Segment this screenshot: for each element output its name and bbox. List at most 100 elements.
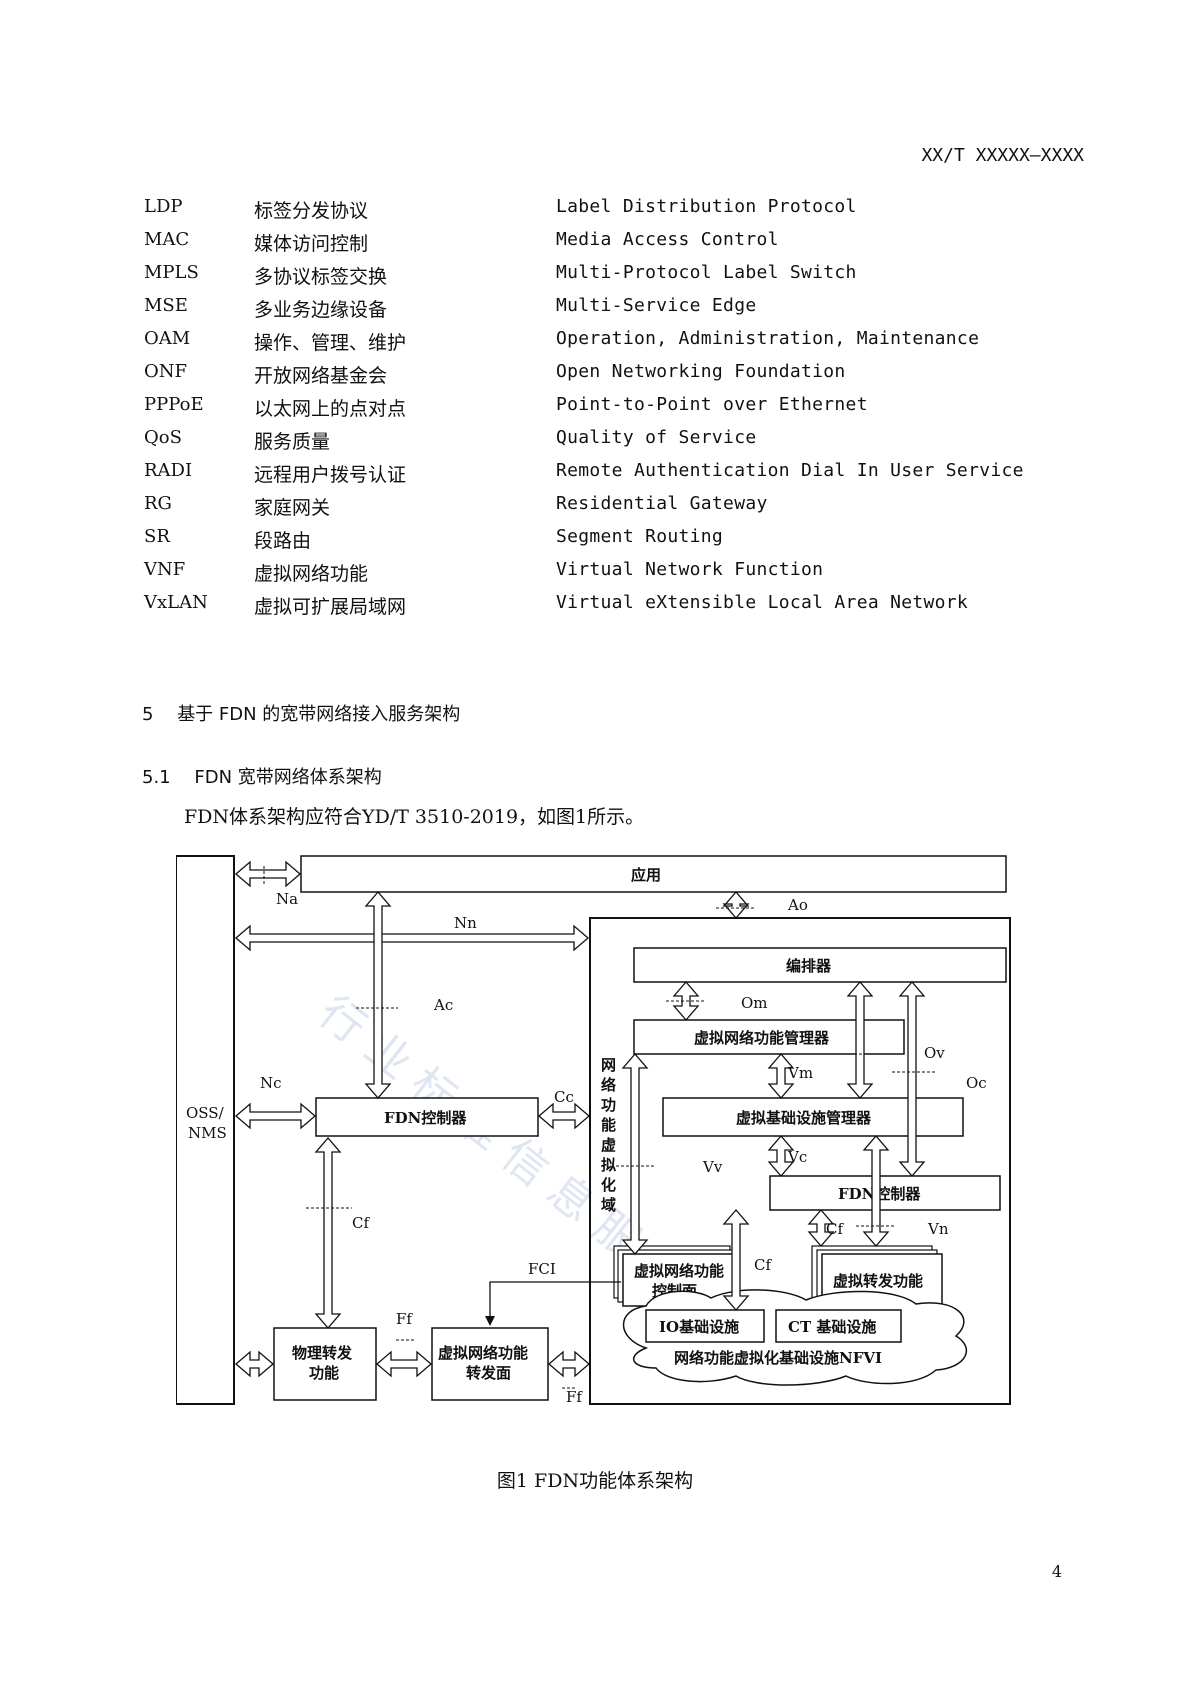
arrow-cf-right — [807, 1209, 835, 1247]
abbreviation-chinese: 多协议标签交换 — [254, 266, 388, 288]
abbreviation-chinese: 标签分发协议 — [254, 200, 369, 222]
abbreviation-english: Virtual Network Function — [556, 559, 824, 580]
abbreviation-chinese: 以太网上的点对点 — [254, 398, 407, 420]
arrow-nn — [235, 924, 589, 952]
orchestrator-label: 编排器 — [786, 957, 832, 975]
vnf-control-plane-label-1: 虚拟网络功能 — [634, 1262, 724, 1280]
arrow-cc — [538, 1102, 590, 1130]
abbreviation-code: OAM — [144, 328, 191, 349]
abbreviation-code: VxLAN — [144, 592, 208, 613]
abbreviation-english: Label Distribution Protocol — [556, 196, 857, 217]
ref-fci: FCI — [528, 1260, 556, 1278]
ref-vn: Vn — [927, 1220, 949, 1238]
fdn-controller-left-label: FDN控制器 — [384, 1109, 467, 1127]
fci-connector — [489, 1281, 621, 1318]
abbreviation-english: Quality of Service — [556, 427, 757, 448]
abbreviation-code: VNF — [144, 559, 186, 580]
ct-infrastructure-label: CT 基础设施 — [788, 1318, 876, 1336]
arrow-vc — [767, 1135, 795, 1177]
application-box — [300, 855, 1007, 893]
vnf-forwarding-plane-label-2: 转发面 — [466, 1364, 511, 1382]
arrow-nc — [235, 1102, 316, 1130]
arrow-vn — [862, 1135, 890, 1247]
body-paragraph: FDN体系架构应符合YD/T 3510-2019，如图1所示。 — [184, 806, 645, 828]
section-5-heading: 5 基于 FDN 的宽带网络接入服务架构 — [142, 700, 460, 726]
physical-forwarding-label-1: 物理转发 — [292, 1344, 353, 1362]
virtual-forwarding-label: 虚拟转发功能 — [833, 1272, 923, 1290]
fdn-controller-right-box — [769, 1175, 1001, 1211]
ref-nc: Nc — [260, 1074, 282, 1092]
figure-caption: 图1 FDN功能体系架构 — [496, 1470, 694, 1492]
ref-vm: Vm — [787, 1064, 813, 1082]
abbreviation-chinese: 远程用户拨号认证 — [254, 464, 407, 486]
nfv-domain-char: 拟 — [601, 1156, 616, 1174]
ref-nn: Nn — [454, 914, 477, 932]
abbreviation-english: Operation, Administration, Maintenance — [556, 328, 980, 349]
abbreviation-english: Virtual eXtensible Local Area Network — [556, 592, 969, 613]
abbreviation-english: Multi-Service Edge — [556, 295, 757, 316]
ref-vv: Vv — [702, 1158, 723, 1176]
nfv-domain-char: 络 — [601, 1076, 616, 1094]
abbreviation-chinese: 操作、管理、维护 — [254, 332, 407, 354]
abbreviation-english: Remote Authentication Dial In User Servi… — [556, 460, 1024, 481]
physical-forwarding-label-2: 功能 — [309, 1364, 339, 1382]
vim-label: 虚拟基础设施管理器 — [736, 1109, 872, 1127]
abbreviation-chinese: 段路由 — [254, 530, 312, 552]
interface-arrows — [235, 860, 936, 1389]
io-infrastructure-label: IO基础设施 — [659, 1318, 739, 1336]
arrow-ct-ctrl — [722, 1209, 750, 1311]
arrow-na — [235, 860, 301, 888]
abbreviation-code: SR — [144, 526, 170, 547]
fdn-controller-left-box — [315, 1097, 539, 1137]
nfv-domain-char: 化 — [601, 1176, 616, 1194]
abbreviation-english: Open Networking Foundation — [556, 361, 846, 382]
orchestrator-box — [633, 947, 1007, 983]
nfvi-label: 网络功能虚拟化基础设施NFVI — [674, 1349, 882, 1367]
arrow-vv — [621, 1053, 649, 1255]
abbreviation-code: MAC — [144, 229, 190, 250]
vnfm-label: 虚拟网络功能管理器 — [694, 1029, 830, 1047]
ref-oc: Oc — [966, 1074, 987, 1092]
nfv-domain-char: 功 — [601, 1096, 616, 1114]
arrow-oc — [898, 981, 926, 1177]
application-label: 应用 — [631, 866, 661, 884]
abbreviation-chinese: 虚拟可扩展局域网 — [254, 596, 407, 618]
abbreviation-english: Point-to-Point over Ethernet — [556, 394, 868, 415]
nfv-domain-char: 网 — [601, 1056, 616, 1074]
arrow-ov — [846, 981, 874, 1099]
ref-vc: Vc — [787, 1148, 807, 1166]
arrow-physical-oss — [235, 1350, 274, 1378]
ref-ff-right: Ff — [566, 1388, 583, 1406]
ref-ac: Ac — [433, 996, 453, 1014]
abbreviation-code: MSE — [144, 295, 188, 316]
abbreviation-code: ONF — [144, 361, 187, 382]
ref-cf-right: Cf — [826, 1220, 844, 1238]
ref-cf-mid: Cf — [754, 1256, 772, 1274]
ref-cf-left: Cf — [352, 1214, 370, 1232]
arrow-cf-left — [314, 1137, 342, 1329]
abbreviation-code: MPLS — [144, 262, 199, 283]
nfv-domain-frame — [589, 917, 1011, 1405]
fdn-architecture-figure: 行业标准信息服务平台 OSS/ NMS 应用 网络功能虚拟化域 编排器 虚拟网络… — [175, 848, 1016, 1430]
abbreviation-chinese: 媒体访问控制 — [254, 233, 369, 255]
arrow-vm — [767, 1053, 795, 1099]
page-number: 4 — [1051, 1562, 1062, 1581]
abbreviation-code: RADI — [144, 460, 193, 481]
document-id: XX/T XXXXX—XXXX — [921, 145, 1084, 166]
io-infrastructure-box — [645, 1309, 765, 1343]
abbreviation-chinese: 开放网络基金会 — [254, 365, 388, 387]
abbreviation-chinese: 服务质量 — [254, 431, 331, 453]
abbreviation-english: Media Access Control — [556, 229, 779, 250]
section-5-1-heading: 5.1 FDN 宽带网络体系架构 — [142, 763, 382, 789]
vnf-forwarding-plane-label-1: 虚拟网络功能 — [438, 1344, 528, 1362]
nfv-domain-char: 能 — [601, 1116, 616, 1134]
physical-forwarding-box — [273, 1327, 377, 1401]
arrow-ac — [364, 891, 392, 1099]
oss-label: OSS/ — [186, 1104, 225, 1122]
ref-ff-mid: Ff — [396, 1310, 413, 1328]
abbreviation-chinese: 家庭网关 — [254, 497, 331, 519]
ref-om: Om — [741, 994, 768, 1012]
arrow-ff-right — [548, 1350, 590, 1378]
nms-label: NMS — [188, 1124, 227, 1142]
